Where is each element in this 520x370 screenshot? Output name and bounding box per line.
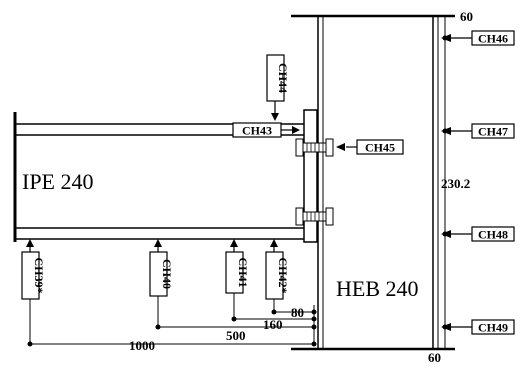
gauge-ch47: CH47	[441, 123, 515, 139]
gauge-ch49-label: CH49	[478, 321, 508, 335]
gauge-ch48-label: CH48	[478, 228, 508, 242]
gauge-ch39: CH39*	[21, 239, 46, 300]
gauge-ch47-label: CH47	[478, 125, 508, 139]
gauge-ch40-label: CH40	[160, 259, 174, 289]
beam-label: IPE 240	[22, 169, 94, 194]
gauge-ch41-label: CH41	[236, 258, 250, 288]
dim-230: 230.2	[441, 176, 470, 191]
bolt-lower	[295, 207, 334, 226]
gauge-ch46-label: CH46	[478, 32, 508, 46]
dim-500: 500	[226, 328, 246, 343]
bolt-upper	[295, 138, 334, 157]
gauge-ch44: CH44	[266, 54, 290, 121]
dim-80: 80	[291, 305, 304, 320]
end-plate	[303, 109, 318, 243]
gauge-ch49: CH49	[441, 319, 515, 335]
dim-160: 160	[263, 317, 283, 332]
gauge-ch40: CH40	[149, 239, 174, 297]
gauge-ch43-label: CH43	[242, 124, 272, 138]
gauge-ch45: CH45	[336, 139, 404, 155]
gauge-ch43: CH43	[232, 122, 300, 138]
gauge-ch41: CH41	[225, 239, 250, 294]
gauge-ch42: CH42*	[265, 239, 290, 300]
dim-60-top: 60	[460, 9, 473, 24]
gauge-ch39-label: CH39*	[32, 258, 46, 294]
gauge-ch45-label: CH45	[365, 141, 395, 155]
dimension-bottom	[27, 293, 317, 347]
gauge-ch46: CH46	[441, 30, 515, 46]
heb-column	[291, 14, 455, 351]
gauge-ch42-label: CH42*	[276, 258, 290, 294]
column-label: HEB 240	[336, 276, 419, 301]
dim-60-bottom: 60	[428, 350, 441, 365]
dimension-right	[442, 16, 451, 349]
gauge-ch44-label: CH44	[276, 63, 290, 93]
gauge-ch48: CH48	[441, 226, 515, 242]
dim-1000: 1000	[129, 338, 155, 353]
